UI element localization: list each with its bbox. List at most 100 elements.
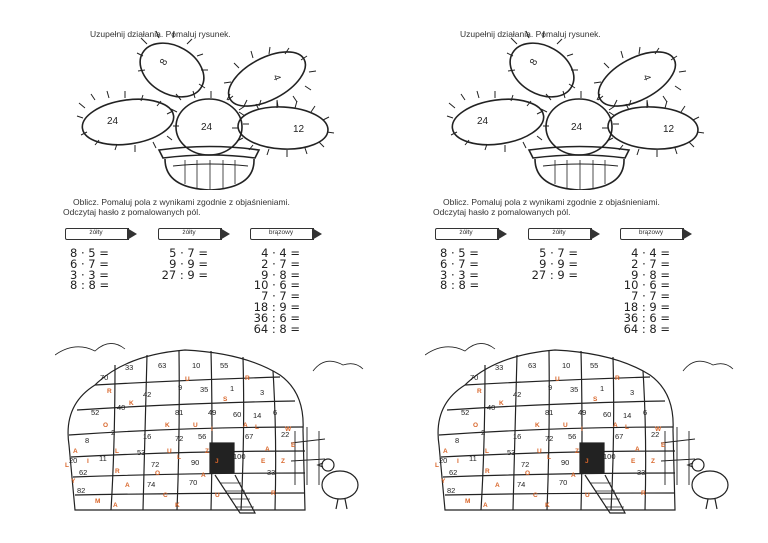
worksheet-page-right: Uzupełnij działania. Pomaluj rysunek. [425,0,755,543]
hut-letter: I [87,458,89,465]
hut-letter: E [291,442,296,449]
hut-number: 9 [548,383,552,392]
hut-number: 81 [545,408,553,417]
hut-letter: I [457,458,459,465]
equations-column-1: 8 · 5 =6 · 7 =3 · 3 =8 : 8 = [70,246,109,291]
hut-letter: K [165,422,170,429]
cactus-pad-top-right [597,51,677,107]
hut-letter: M [95,498,100,505]
equation: 2 · 7 = [631,256,670,271]
cactus-number-left: 24 [477,116,489,127]
equation: 2 · 7 = [261,256,300,271]
hut-number: 3 [260,388,264,397]
hut-number: 14 [253,411,261,420]
worksheet-page-left: Uzupełnij działania. Pomaluj rysunek. [55,0,385,543]
hut-number: 22 [281,430,289,439]
equations-column-3: 4 · 4 =2 · 7 =9 · 8 =10 · 6 =7 · 7 =18 :… [245,247,300,334]
hut-number: 100 [233,452,246,461]
hut-number: 72 [521,460,529,469]
hut-letter: U [537,448,542,455]
hut-number: 33 [267,468,275,477]
equation: 9 · 8 = [631,267,670,282]
hut-letter: S [593,396,598,403]
hut-letter: U [215,492,220,499]
cactus-pad-top-left [139,42,205,98]
hut-letter: O [525,470,530,477]
hut-number: 90 [191,458,199,467]
hut-number: 11 [469,454,477,463]
hut-letter: U [563,422,568,429]
hut-letter: A [113,502,118,509]
hut-number: 81 [175,408,183,417]
hut-letter: A [265,446,270,453]
hut-number: 20 [439,456,447,465]
hut-number: 74 [147,480,155,489]
hut-letter: C [533,492,538,499]
hut-letter: K [499,400,504,407]
equation: 64 : 8 = [623,321,670,336]
hut-number: 53 [507,448,515,457]
hut-number: 70 [189,478,197,487]
equation: 8 · 5 = [70,246,109,260]
hut-number: 40 [117,403,125,412]
hut-letter: I [211,426,213,433]
instruction-color-drawing: Uzupełnij działania. Pomaluj rysunek. [90,29,231,39]
hut-letter: W [285,426,292,433]
hut-letter: L [625,424,629,431]
hut-letter: A [495,482,500,489]
hut-letter: O [103,422,108,429]
hut-letter: L [255,424,259,431]
hut-letter: Y [441,478,446,485]
hut-number: 6 [643,408,647,417]
instruction-calculate: Oblicz. Pomaluj pola z wynikami zgodnie … [63,197,290,217]
hut-number: 60 [603,410,611,419]
equation: 8 · 5 = [440,246,479,260]
hut-letter: R [271,490,276,497]
cactus-pad-top-right [227,51,307,107]
hut-number: 33 [495,363,503,372]
equation: 6 · 7 = [70,256,109,271]
cactus-number-left: 24 [107,116,119,127]
hut-letter: J [215,458,219,465]
hut-number: 9 [178,383,182,392]
hut-number: 40 [487,403,495,412]
hut-letter: R [245,375,250,382]
hut-letter: A [443,448,448,455]
hut-letter: A [571,472,576,479]
hut-letter: R [641,490,646,497]
hut-number: 74 [517,480,525,489]
hut-number: 8 [455,436,459,445]
hut-number: 10 [192,361,200,370]
hut-letter: O [155,470,160,477]
hut-letter: A [613,422,618,429]
hut-letter: U [585,492,590,499]
hut-number: 33 [637,468,645,477]
equation: 9 · 9 = [169,256,208,271]
hut-number: 70 [559,478,567,487]
equation: 9 · 8 = [261,267,300,282]
equation: 36 : 6 = [253,310,300,325]
hut-number: 52 [461,408,469,417]
hut-number: 53 [137,448,145,457]
hut-number: 2 [481,428,485,437]
hut-letter: R [485,468,490,475]
hut-number: 1 [600,384,604,393]
pencil-yellow-1: żółty [65,228,137,240]
equation: 5 · 7 = [539,246,578,260]
hut-number: 100 [603,452,616,461]
hut-number: 33 [125,363,133,372]
cactus-number-top-left: 8 [158,57,171,68]
hut-letter: U [555,376,560,383]
equation: 27 : 9 = [161,267,208,282]
equation: 9 · 9 = [539,256,578,271]
hut-letter: Z [651,458,655,465]
hut-letter: M [465,498,470,505]
hut-number: 55 [220,361,228,370]
hut-number: 6 [273,408,277,417]
hut-letter: A [483,502,488,509]
cactus-pad-right [237,106,329,150]
hut-letter: K [175,502,180,509]
hut-letter: A [73,448,78,455]
